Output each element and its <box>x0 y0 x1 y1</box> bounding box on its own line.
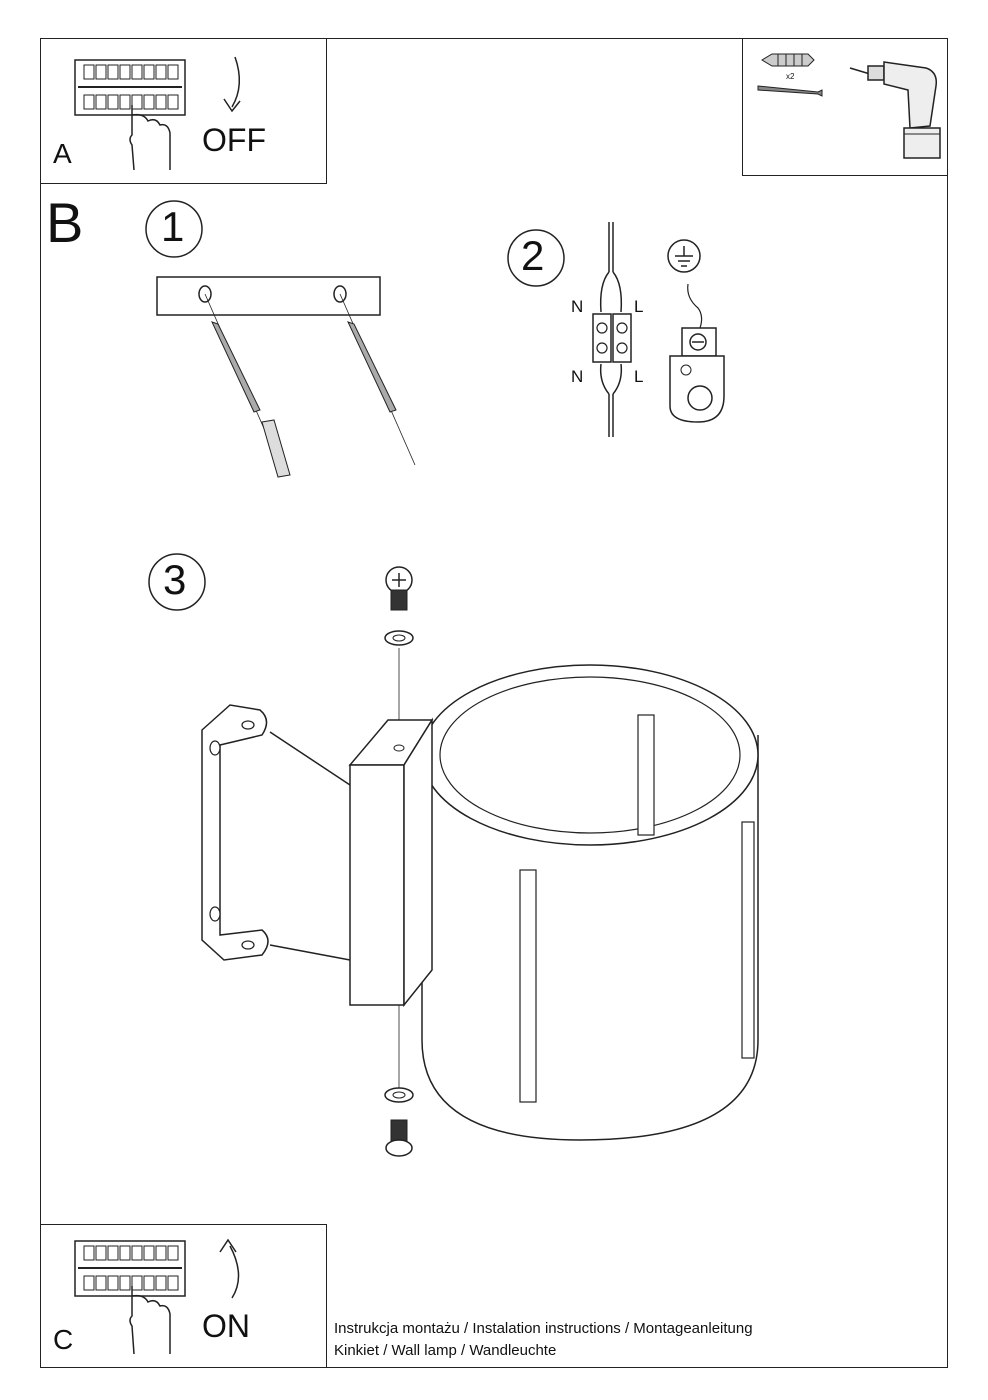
panel-a-letter: A <box>53 138 72 169</box>
step-3-badge <box>148 553 206 611</box>
drill-icon <box>849 61 941 159</box>
panel-c-letter: C <box>53 1324 74 1355</box>
step-2-number: 2 <box>521 232 545 279</box>
step-1-badge <box>145 200 203 258</box>
live-top-label: L <box>634 297 644 316</box>
step-1-number: 1 <box>161 203 185 250</box>
instruction-sheet-frame <box>40 38 948 1368</box>
footer-line-2: Kinkiet / Wall lamp / Wandleuchte <box>334 1342 557 1359</box>
panel-b-letter: B <box>46 191 84 254</box>
neutral-top-label: N <box>571 297 584 316</box>
footer-title: Instrukcja montażu / Instalation instruc… <box>334 1318 753 1362</box>
step-3-number: 3 <box>163 556 187 603</box>
wall-plug-icon <box>761 53 815 67</box>
screw-icon <box>757 85 823 97</box>
quantity-label: x2 <box>786 72 795 81</box>
drilling-template-illustration <box>156 276 416 478</box>
terminal-block-wiring-illustration <box>592 222 632 437</box>
on-label: ON <box>202 1308 250 1344</box>
step-2-badge <box>507 229 565 287</box>
off-label: OFF <box>202 122 266 158</box>
neutral-bottom-label: N <box>571 367 584 386</box>
wall-lamp-assembly-illustration <box>201 566 759 1157</box>
footer-line-1: Instrukcja montażu / Instalation instruc… <box>334 1320 753 1337</box>
breaker-panel-on-illustration <box>74 1238 240 1355</box>
live-bottom-label: L <box>634 367 644 386</box>
ground-terminal-illustration <box>667 239 725 423</box>
breaker-panel-off-illustration <box>74 56 241 171</box>
